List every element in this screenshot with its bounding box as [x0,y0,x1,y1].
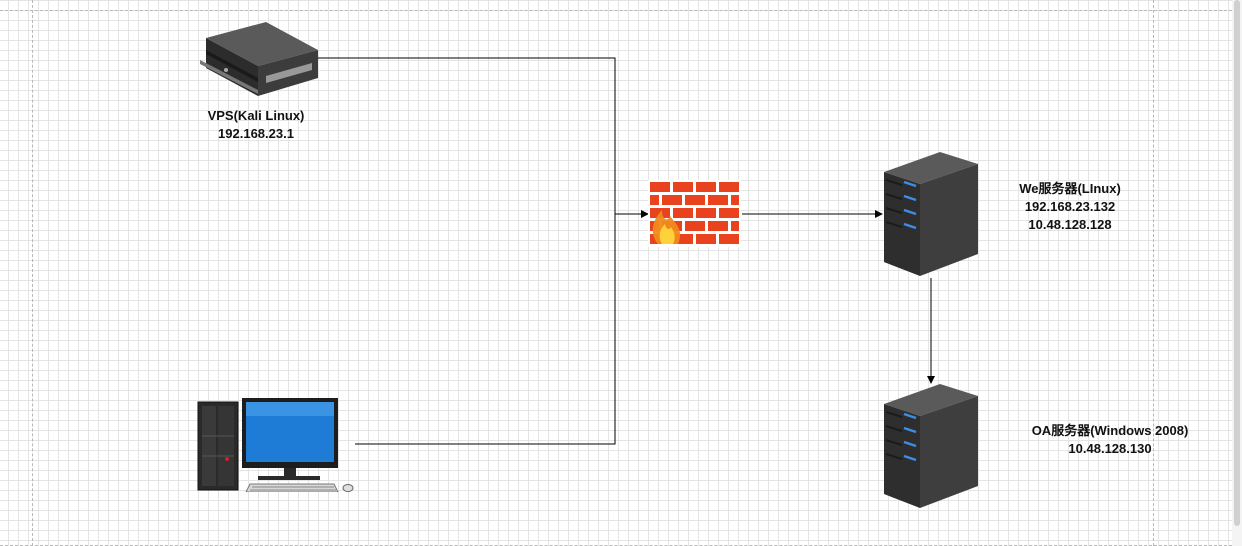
vps-label: VPS(Kali Linux) 192.168.23.1 [196,107,316,143]
page-guide-right [1153,0,1154,546]
oa-server-label: OA服务器(Windows 2008) 10.48.128.130 [1020,422,1200,458]
desktop-computer-icon [197,398,354,493]
oa-server-icon [884,384,978,508]
page-guide-left [32,0,33,546]
vps-server-icon [200,22,318,96]
vertical-scrollbar[interactable] [1232,0,1242,546]
web-server-icon [884,152,978,276]
firewall-node[interactable] [648,180,741,247]
web-server-label: We服务器(LInux) 192.168.23.132 10.48.128.12… [1000,180,1140,234]
web-server-ip-public: 192.168.23.132 [1024,199,1116,214]
desktop-node[interactable] [196,396,358,493]
web-server-ip-internal: 10.48.128.128 [1028,217,1112,232]
scrollbar-thumb[interactable] [1234,0,1240,526]
oa-server-ip: 10.48.128.130 [1068,441,1152,456]
web-server-node[interactable] [880,150,980,278]
oa-server-node[interactable] [880,382,980,510]
web-server-name: We服务器(LInux) [1019,181,1121,196]
vps-name: VPS(Kali Linux) [207,108,305,123]
page-guide-top [0,10,1242,11]
connector-vps-to-junction [318,57,616,214]
vps-node[interactable] [196,20,320,98]
oa-server-name: OA服务器(Windows 2008) [1031,423,1189,438]
vps-ip: 192.168.23.1 [218,126,294,141]
firewall-brick-icon [648,180,741,247]
connector-desktop-to-junction [355,214,616,445]
